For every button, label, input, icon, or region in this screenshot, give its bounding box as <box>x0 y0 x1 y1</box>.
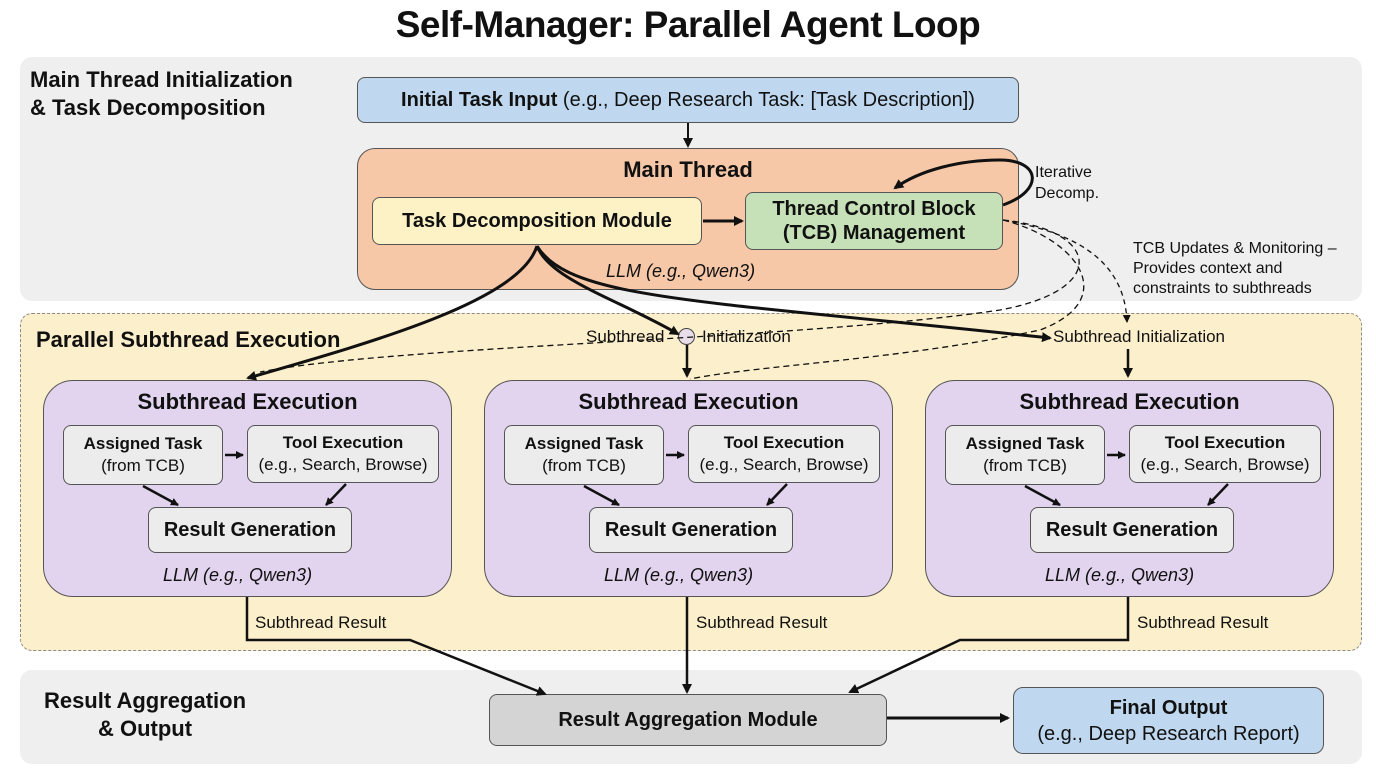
tool-execution-label: Tool Execution <box>723 433 845 452</box>
iterative-decomp-label: Iterative Decomp. <box>1035 162 1099 204</box>
initial-task-input-label: Initial Task Input <box>401 88 558 111</box>
subthread-llm-label: LLM (e.g., Qwen3) <box>604 565 754 585</box>
tcb-label-line: (TCB) Management <box>782 222 966 244</box>
tcb-label-line: Thread Control Block <box>772 198 976 220</box>
section-label-aggregation: Result Aggregation & Output <box>30 687 260 743</box>
tool-execution-node[interactable]: Tool Execution (e.g., Search, Browse) <box>688 425 880 483</box>
tool-execution-label: Tool Execution <box>282 433 404 452</box>
assigned-task-label: Assigned Task <box>524 434 644 453</box>
final-output-node[interactable]: Final Output (e.g., Deep Research Report… <box>1013 687 1324 754</box>
final-output-title: Final Output <box>1109 696 1228 719</box>
tcb-note-line: constraints to subthreads <box>1133 280 1312 297</box>
tool-execution-label: Tool Execution <box>1164 433 1286 452</box>
subthread-title: Subthread Execution <box>578 389 799 414</box>
tcb-note-line: Provides context and <box>1133 260 1283 277</box>
result-generation-node[interactable]: Result Generation <box>148 507 352 553</box>
iterative-label-line: Decomp. <box>1035 185 1100 202</box>
tcb-note-line: TCB Updates & Monitoring – <box>1133 240 1337 257</box>
subthread-llm-label: LLM (e.g., Qwen3) <box>163 565 313 585</box>
initial-task-input-node[interactable]: Initial Task Input (e.g., Deep Research … <box>357 77 1019 123</box>
subthread-execution-node[interactable]: Subthread Execution <box>925 380 1334 597</box>
tool-execution-detail: (e.g., Search, Browse) <box>699 455 869 474</box>
subthread-llm-label: LLM (e.g., Qwen3) <box>1045 565 1195 585</box>
section-label-line: Result Aggregation <box>43 688 247 713</box>
assigned-task-label: Assigned Task <box>965 434 1085 453</box>
assigned-task-node[interactable]: Assigned Task (from TCB) <box>504 425 664 485</box>
initial-task-input-detail: (e.g., Deep Research Task: [Task Descrip… <box>557 88 975 111</box>
task-decomposition-module[interactable]: Task Decomposition Module <box>372 197 702 245</box>
subthread-init-label-third: Subthread Initialization <box>1053 327 1226 346</box>
section-label-line: & Output <box>97 716 193 741</box>
tool-execution-detail: (e.g., Search, Browse) <box>1140 455 1310 474</box>
subthread-result-label: Subthread Result <box>255 613 387 632</box>
main-thread-llm-label: LLM (e.g., Qwen3) <box>606 261 756 281</box>
tcb-management-node[interactable]: Thread Control Block (TCB) Management <box>745 192 1003 250</box>
result-aggregation-module[interactable]: Result Aggregation Module <box>489 694 887 746</box>
assigned-task-detail: (from TCB) <box>101 456 185 475</box>
section-label-line: Main Thread Initialization <box>30 67 293 92</box>
result-generation-node[interactable]: Result Generation <box>589 507 793 553</box>
final-output-detail: (e.g., Deep Research Report) <box>1037 722 1300 745</box>
tool-execution-node[interactable]: Tool Execution (e.g., Search, Browse) <box>1129 425 1321 483</box>
subthread-execution-node[interactable]: Subthread Execution <box>43 380 452 597</box>
diagram-title: Self-Manager: Parallel Agent Loop <box>395 4 981 45</box>
assigned-task-label: Assigned Task <box>83 434 203 453</box>
tool-execution-detail: (e.g., Search, Browse) <box>258 455 428 474</box>
subthread-execution-node[interactable]: Subthread Execution <box>484 380 893 597</box>
subthread-title: Subthread Execution <box>137 389 358 414</box>
tcb-updates-note: TCB Updates & Monitoring – Provides cont… <box>1133 239 1337 299</box>
subthread-init-label-left: Subthread <box>586 327 665 346</box>
main-thread-title: Main Thread <box>623 157 753 182</box>
subthread-result-label: Subthread Result <box>696 613 828 632</box>
assigned-task-node[interactable]: Assigned Task (from TCB) <box>63 425 223 485</box>
iterative-label-line: Iterative <box>1035 164 1092 181</box>
assigned-task-node[interactable]: Assigned Task (from TCB) <box>945 425 1105 485</box>
subthread-init-node[interactable] <box>678 328 695 345</box>
section-label-parallel: Parallel Subthread Execution <box>36 327 341 352</box>
assigned-task-detail: (from TCB) <box>983 456 1067 475</box>
subthread-result-label: Subthread Result <box>1137 613 1269 632</box>
subthread-title: Subthread Execution <box>1019 389 1240 414</box>
assigned-task-detail: (from TCB) <box>542 456 626 475</box>
tool-execution-node[interactable]: Tool Execution (e.g., Search, Browse) <box>247 425 439 483</box>
result-generation-node[interactable]: Result Generation <box>1030 507 1234 553</box>
subthread-init-label-right: Initialization <box>702 327 791 346</box>
section-label-line: & Task Decomposition <box>30 95 266 120</box>
section-label-main-thread-init: Main Thread Initialization & Task Decomp… <box>30 66 293 122</box>
